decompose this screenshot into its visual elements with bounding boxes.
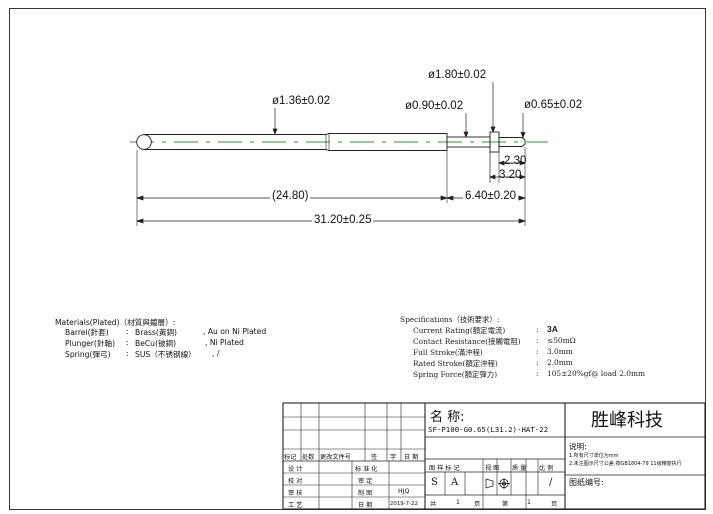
drawing-frame <box>9 8 706 510</box>
row-label-process: 工 艺 <box>288 502 303 509</box>
spec-sep: : <box>536 358 539 367</box>
note-line: 1.所有尺寸单位为mm <box>569 453 619 459</box>
spec-name: Rated Stroke(額定沖程) <box>413 359 498 368</box>
extension-lines <box>136 147 526 226</box>
material-name: BeCu(铍銅) <box>135 339 177 348</box>
plunger-tip <box>498 137 526 147</box>
part-name-label: 名 称: <box>430 410 465 425</box>
part-number: SF-P100-G0.65(L31.2)-HAT-22 <box>428 425 549 434</box>
spec-value: 3A <box>547 324 558 334</box>
drafter-name: HJQ <box>398 488 410 495</box>
scale-value: / <box>549 477 553 488</box>
neck-diameter-label: ø0.90±0.02 <box>405 100 464 112</box>
dim-24-80-label: (24.80) <box>270 190 311 202</box>
dim-2-30-label: 2.30 <box>504 155 527 167</box>
drawing-number-label: 图纸编号: <box>569 478 604 487</box>
mark-s: S <box>431 477 438 488</box>
material-plating: , Ni Plated <box>205 338 244 347</box>
mass-label: 质 量 <box>512 465 527 472</box>
material-sep: : <box>126 327 129 336</box>
material-plating: , Au on Ni Plated <box>203 327 267 336</box>
spec-sep: : <box>536 369 539 378</box>
diameter-leaders <box>272 82 526 139</box>
rev-header: 字 <box>390 454 397 461</box>
materials-title: Materials(Plated)（材質與鍍層）: <box>55 318 176 327</box>
stage-label: 图 样 标 记 <box>429 465 460 472</box>
row-label-review: 审 核 <box>288 490 303 497</box>
mid-label-approve: 审 定 <box>358 478 373 485</box>
material-sep: : <box>126 338 129 347</box>
total-value: 1 <box>456 499 460 506</box>
rev-header: 日 期 <box>404 454 419 461</box>
sheet-value: 1 <box>527 499 531 506</box>
rev-header: 签 <box>371 454 378 461</box>
spec-sep: : <box>536 325 539 334</box>
spec-value: 105±20%gf@ load 2.0mm <box>547 369 646 378</box>
dim-31-20-label: 31.20±0.25 <box>312 214 374 226</box>
mark-a: A <box>451 477 459 488</box>
rev-header: 更改文件号 <box>320 454 351 461</box>
total-label: 共 <box>430 501 437 508</box>
material-part: Plunger(針軸) <box>65 339 116 348</box>
projection-symbol-icon <box>485 478 510 489</box>
barrel-end-circle <box>136 134 152 150</box>
title-block-grid <box>282 402 706 510</box>
scale-label: 比 例 <box>539 465 554 472</box>
material-name: Brass(黃銅) <box>135 328 178 337</box>
material-part: Barrel(針套) <box>65 328 109 337</box>
row-label-design: 设 计 <box>288 466 303 473</box>
dim-3-20-label: 3.20 <box>499 169 522 181</box>
spec-sep: : <box>536 347 539 356</box>
rev-header: 处数 <box>302 454 315 461</box>
spec-name: Spring Force(額定彈力) <box>413 370 498 379</box>
probe-part <box>130 131 548 153</box>
spec-value: ≤50mΩ <box>547 336 576 345</box>
page-label: 页 <box>551 501 558 508</box>
material-name: SUS（不锈钢線） <box>135 350 196 359</box>
note-line: 2.未注图示尺寸公差:按GB1804-79 11级精度执行 <box>569 461 682 467</box>
notes-title: 说明: <box>569 442 587 451</box>
tip-diameter-label: ø0.65±0.02 <box>524 99 583 111</box>
mid-label-date: 日 期 <box>358 502 373 509</box>
view-label: 视 图 <box>485 465 500 472</box>
mid-label-drafting: 制 图 <box>358 490 373 497</box>
spec-value: 3.0mm <box>547 347 573 356</box>
drawing-date: 2019-7-22 <box>390 501 418 507</box>
company-name: 胜峰科技 <box>591 410 663 431</box>
spec-name: Current Rating(額定電流) <box>413 326 506 335</box>
spec-value: 2.0mm <box>547 358 573 367</box>
mid-label-standard: 标 准 化 <box>355 466 378 473</box>
material-sep: : <box>126 349 129 358</box>
spec-name: Full Stroke(滿沖程) <box>413 348 483 357</box>
page-label: 页 <box>474 501 481 508</box>
dimension-lines <box>135 152 527 224</box>
material-part: Spring(彈弓) <box>65 350 111 359</box>
probe-barrel <box>143 133 448 151</box>
barrel-diameter-label: ø1.36±0.02 <box>272 95 331 107</box>
rev-header: 标记 <box>284 454 297 461</box>
head-diameter-label: ø1.80±0.02 <box>428 69 487 81</box>
material-plating: , / <box>212 349 220 358</box>
spec-sep: : <box>536 336 539 345</box>
spec-name: Contact Resistance(接觸電阻) <box>413 337 521 346</box>
row-label-check: 校 对 <box>288 478 303 485</box>
dim-6-40-label: 6.40±0.20 <box>463 190 519 202</box>
specifications-title: Specifications（技術要求）: <box>400 315 500 324</box>
sheet-label: 第 <box>502 501 509 508</box>
